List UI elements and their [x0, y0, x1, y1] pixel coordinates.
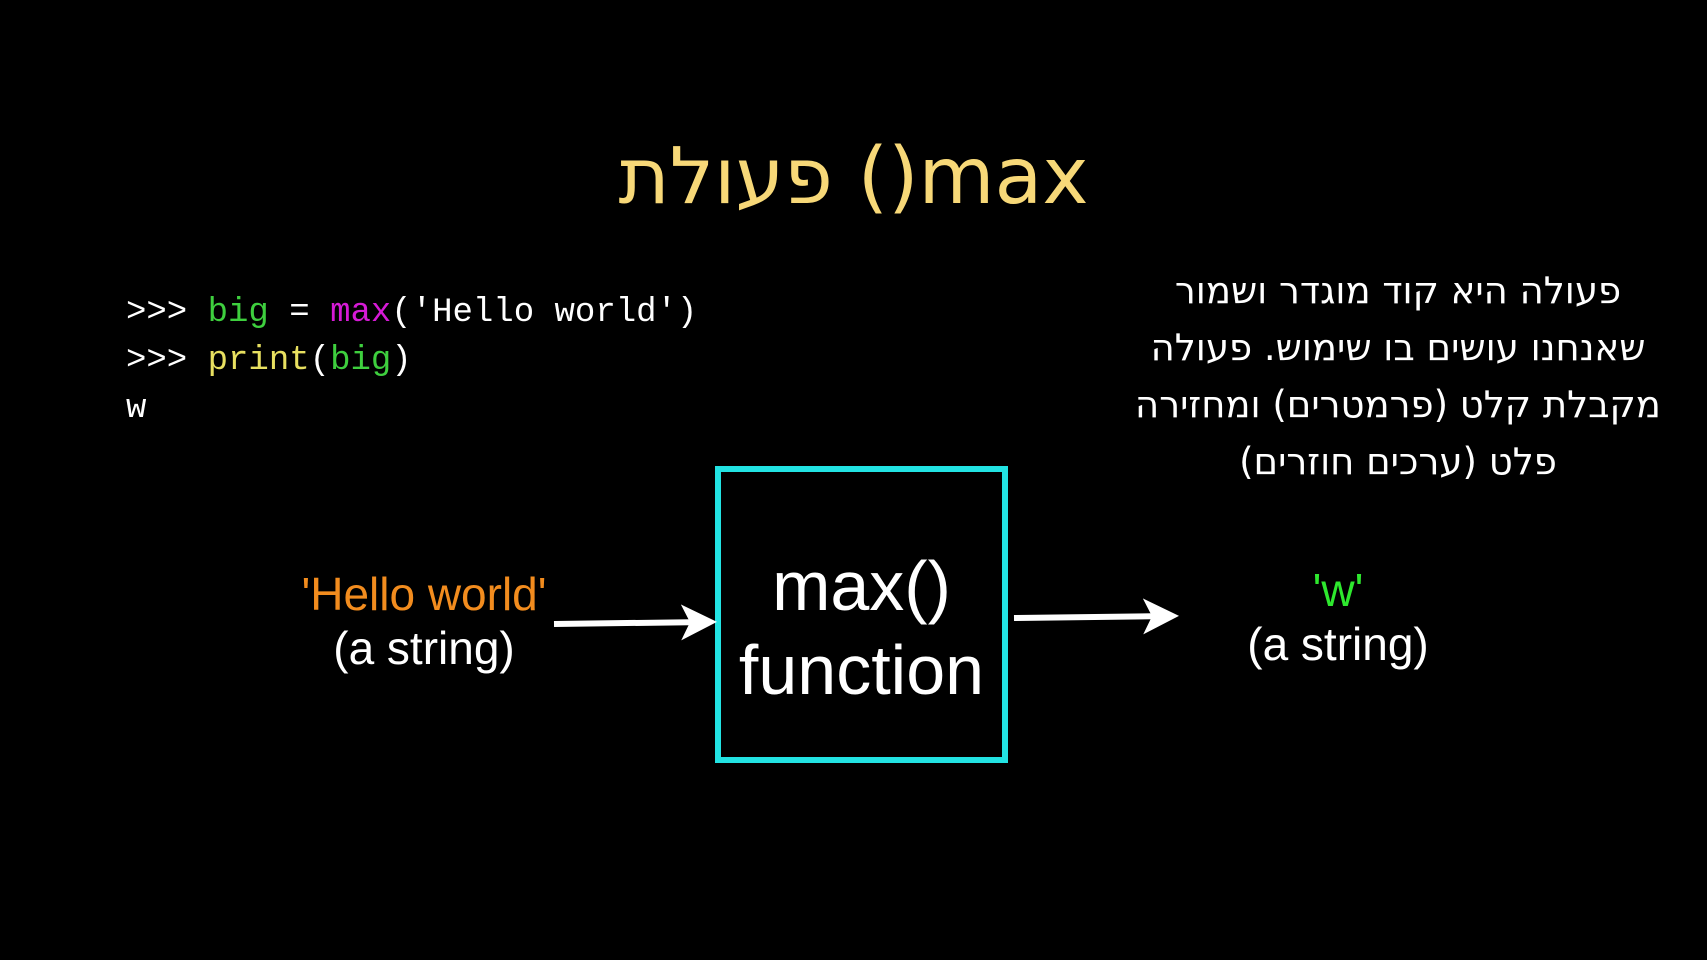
code-block: >>> big = max('Hello world')>>> print(bi…: [126, 289, 697, 433]
slide-title: פעולת ()max: [618, 132, 1089, 222]
code-line: >>> print(big): [126, 337, 697, 385]
code-token: >>>: [126, 294, 208, 332]
output-label: 'w' (a string): [1158, 563, 1518, 671]
input-type: (a string): [333, 622, 515, 674]
code-token: >>>: [126, 342, 208, 380]
description-line: שאנחנו עושים בו שימוש. פעולה: [1150, 326, 1646, 369]
description-line: פעולה היא קוד מוגדר ושמור: [1174, 269, 1622, 312]
output-value: 'w': [1312, 564, 1364, 616]
function-description: פעולה היא קוד מוגדר ושמור שאנחנו עושים ב…: [1108, 262, 1688, 490]
function-word: function: [738, 631, 985, 709]
code-line: >>> big = max('Hello world'): [126, 289, 697, 337]
function-label: max() function: [721, 544, 1002, 712]
function-name: max(): [772, 547, 951, 625]
description-line: מקבלת קלט (פרמטרים) ומחזירה: [1135, 383, 1661, 426]
code-token: (: [309, 342, 331, 380]
code-line: w: [126, 385, 697, 433]
code-token: ): [391, 342, 412, 380]
code-token: =: [268, 294, 331, 332]
input-label: 'Hello world' (a string): [244, 567, 604, 675]
description-line: פלט (ערכים חוזרים): [1239, 440, 1557, 483]
output-arrow: [1013, 598, 1179, 635]
code-token: ('Hello world'): [391, 294, 698, 332]
output-type: (a string): [1247, 618, 1429, 670]
code-token: big: [207, 294, 269, 332]
function-box: max() function: [715, 466, 1008, 763]
code-token: big: [330, 342, 392, 380]
input-value: 'Hello world': [301, 568, 547, 620]
code-token: max: [330, 294, 392, 332]
code-token: print: [207, 342, 310, 380]
code-token: w: [126, 390, 147, 428]
